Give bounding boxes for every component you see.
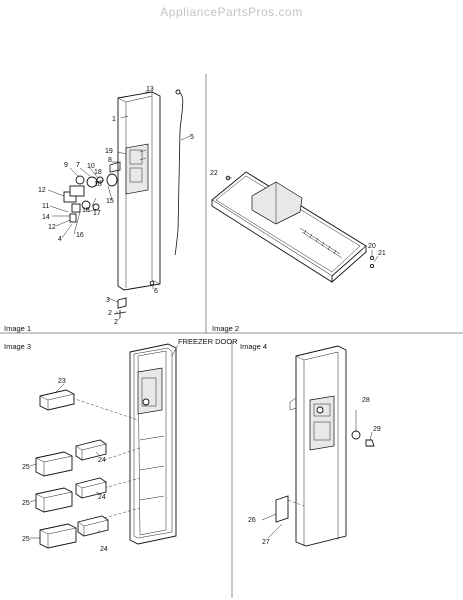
image1-door-assembly	[47, 89, 191, 321]
section-title-image4: Image 4	[240, 342, 267, 351]
image1-labels: 13 1 5 19 8 9 7 10 18 18 12 11 14 12 4 1…	[38, 86, 194, 326]
label-21: 21	[378, 250, 386, 257]
label-4: 4	[58, 236, 62, 243]
label-24b: 24	[98, 494, 106, 501]
label-15: 15	[106, 198, 114, 205]
label-18b: 18	[94, 181, 102, 188]
callout-freezer-door: FREEZER DOOR	[178, 337, 238, 346]
label-3: 3	[106, 297, 110, 304]
image2-cover-panel	[211, 171, 379, 283]
image4-labels: 28 29 26 27	[248, 397, 381, 546]
label-8: 8	[108, 157, 112, 164]
label-24a: 24	[98, 457, 106, 464]
label-16: 16	[76, 232, 84, 239]
label-25c: 25	[22, 536, 30, 543]
watermark: AppliancePartsPros.com	[160, 5, 303, 19]
label-5: 5	[190, 134, 194, 141]
section-title-image2: Image 2	[212, 324, 239, 333]
label-10: 10	[87, 163, 95, 170]
label-26: 26	[248, 517, 256, 524]
label-20: 20	[368, 243, 376, 250]
label-28: 28	[362, 397, 370, 404]
label-14: 14	[42, 214, 50, 221]
label-23: 23	[58, 378, 66, 385]
section-title-image3: Image 3	[4, 342, 31, 351]
section-title-image1: Image 1	[4, 324, 31, 333]
label-18a: 18	[94, 169, 102, 176]
label-17: 17	[93, 210, 101, 217]
label-24c: 24	[100, 546, 108, 553]
label-9: 9	[64, 162, 68, 169]
label-2b: 2	[114, 319, 118, 326]
label-19: 19	[105, 148, 113, 155]
label-12a: 12	[38, 187, 46, 194]
label-25a: 25	[22, 464, 30, 471]
label-2a: 2	[108, 310, 112, 317]
label-1: 1	[112, 116, 116, 123]
label-22: 22	[210, 170, 218, 177]
label-11: 11	[42, 203, 49, 210]
image2-labels: 22 20 21	[210, 170, 386, 257]
label-18c: 18	[82, 207, 90, 214]
image3-freezer-door	[29, 343, 179, 549]
label-7: 7	[76, 162, 80, 169]
label-13: 13	[146, 86, 154, 93]
label-29: 29	[373, 426, 381, 433]
label-6: 6	[154, 288, 158, 295]
label-25b: 25	[22, 500, 30, 507]
label-27: 27	[262, 539, 270, 546]
image3-labels: FREEZER DOOR 23 25 24 25 24 25 24	[22, 337, 238, 553]
label-12b: 12	[48, 224, 56, 231]
image4-door	[261, 345, 375, 547]
